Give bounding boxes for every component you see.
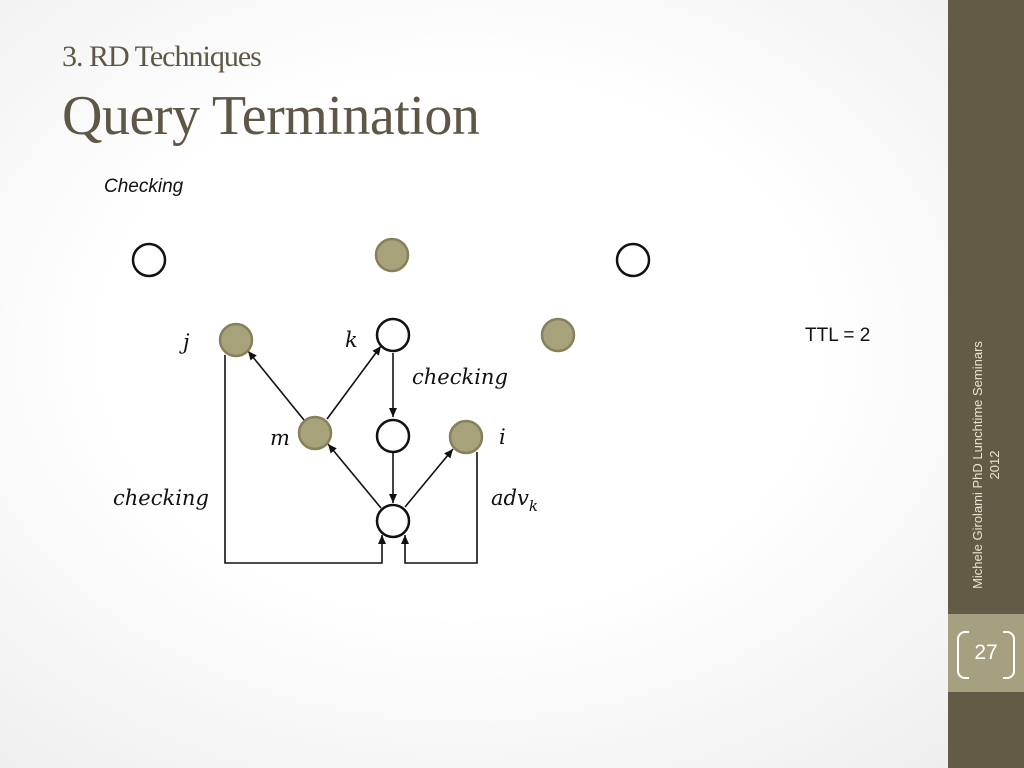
node-bottom	[375, 503, 411, 539]
bracket-left	[957, 631, 969, 679]
diagram-caption: Checking	[104, 176, 184, 197]
edge-i-bottom	[401, 452, 478, 564]
label-checking-right: checking	[412, 365, 508, 389]
slide-title: Query Termination	[62, 85, 480, 147]
section-subtitle: 3. RD Techniques	[62, 40, 262, 73]
node-top-right	[615, 242, 651, 278]
node-top-left	[131, 242, 167, 278]
node-j	[218, 322, 254, 358]
label-adv: adv	[491, 486, 529, 510]
node-center	[375, 418, 411, 454]
node-right	[540, 317, 576, 353]
ttl-label: TTL = 2	[805, 325, 871, 346]
node-m	[297, 415, 333, 451]
node-k	[375, 317, 411, 353]
edge-m-k	[326, 345, 382, 420]
edge-bottom-m	[327, 443, 382, 509]
node-top-center	[374, 237, 410, 273]
edge-m-j	[247, 350, 305, 421]
query-termination-diagram: j k m i checking checking advk	[113, 237, 651, 564]
label-adv-k: advk	[491, 486, 538, 515]
label-m: m	[270, 426, 290, 450]
edge-bottom-i	[404, 448, 454, 508]
label-k: k	[345, 328, 358, 352]
node-i	[448, 419, 484, 455]
page-number: 27	[974, 641, 998, 664]
label-j: j	[179, 330, 190, 354]
bracket-right	[1003, 631, 1015, 679]
label-i: i	[499, 425, 506, 449]
label-adv-subscript: k	[529, 497, 538, 515]
edge-j-bottom	[224, 355, 386, 564]
label-checking-left: checking	[113, 486, 209, 510]
page-number-box: 27	[948, 614, 1024, 692]
author-footer: Michele Girolami PhD Lunchtime Seminars …	[970, 341, 1002, 589]
